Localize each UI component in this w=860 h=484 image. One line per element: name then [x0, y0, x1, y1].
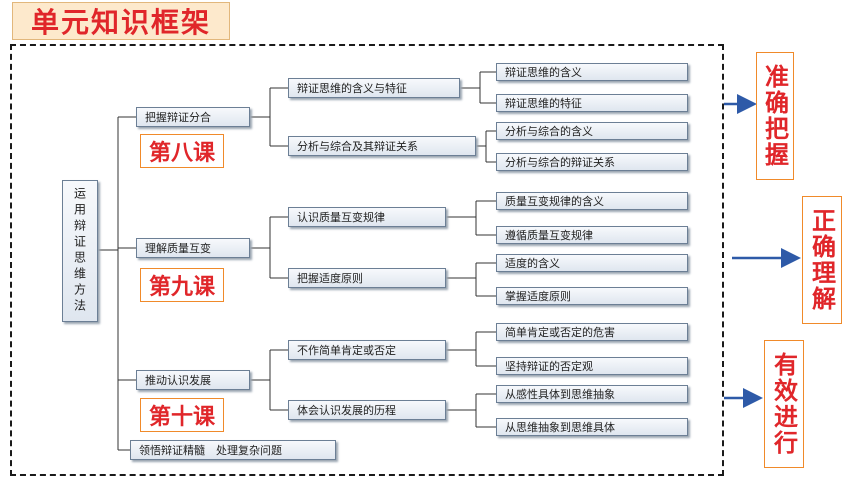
node-level2-2: 分析与综合及其辩证关系: [288, 136, 476, 156]
node-level2-6: 体会认识发展的历程: [288, 400, 446, 420]
lesson-label-10: 第十课: [140, 398, 224, 432]
node-level2-4: 把握适度原则: [288, 268, 446, 288]
dashed-frame: [10, 44, 724, 476]
node-level2-5: 不作简单肯定或否定: [288, 340, 446, 360]
node-level3-4: 分析与综合的辩证关系: [496, 153, 688, 171]
root-node: 运用辩证思维方法: [62, 180, 98, 322]
node-level3-12: 从思维抽象到思维具体: [496, 418, 688, 436]
node-level2-3: 认识质量互变规律: [288, 207, 446, 227]
node-level3-3: 分析与综合的含义: [496, 122, 688, 140]
node-tuidong-renshi-fazhan: 推动认识发展: [136, 370, 250, 390]
node-lijie-zhiliang-hubian: 理解质量互变: [136, 238, 250, 258]
side-label-zhunque-bawo: 准确把握: [756, 52, 794, 180]
node-level3-1: 辩证思维的含义: [496, 63, 688, 81]
node-level3-5: 质量互变规律的含义: [496, 192, 688, 210]
node-level3-2: 辩证思维的特征: [496, 94, 688, 112]
node-level3-11: 从感性具体到思维抽象: [496, 385, 688, 403]
lesson-label-8: 第八课: [140, 134, 224, 168]
side-label-zhengque-lijie: 正确理解: [802, 196, 842, 324]
node-lingwu-bianzheng-jingsui: 领悟辩证精髓 处理复杂问题: [130, 440, 336, 460]
node-bawo-bianzheng-fenhe: 把握辩证分合: [136, 107, 250, 127]
lesson-label-9: 第九课: [140, 268, 224, 302]
node-level2-1: 辩证思维的含义与特征: [288, 78, 460, 98]
node-level3-7: 适度的含义: [496, 254, 688, 272]
node-level3-10: 坚持辩证的否定观: [496, 357, 688, 375]
side-label-youxiao-jinxing: 有效进行: [764, 340, 804, 468]
node-level3-6: 遵循质量互变规律: [496, 226, 688, 244]
node-level3-8: 掌握适度原则: [496, 287, 688, 305]
page-title: 单元知识框架: [12, 2, 230, 40]
node-level3-9: 简单肯定或否定的危害: [496, 323, 688, 341]
